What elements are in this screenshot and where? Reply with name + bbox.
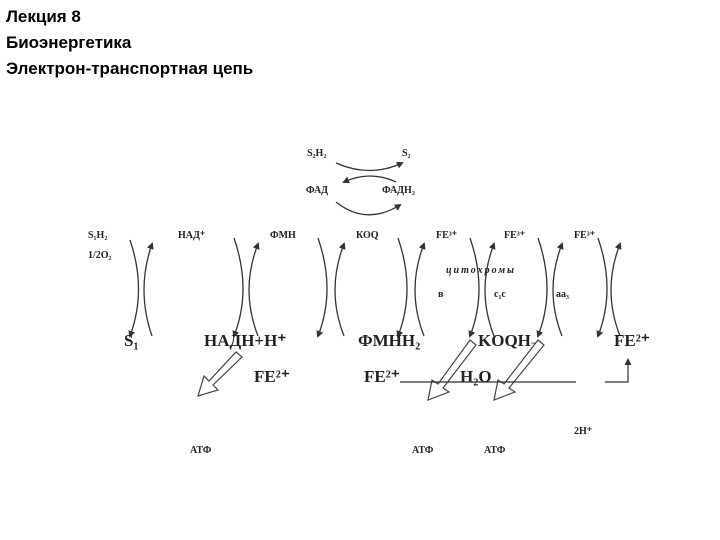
redox-arc xyxy=(552,242,564,337)
redox-arc xyxy=(334,242,346,337)
redox-arc xyxy=(610,242,622,337)
atp-label-2: АТФ xyxy=(412,445,434,456)
fadh2-label: ФАДН₂ xyxy=(382,185,415,196)
fe2-label-b: FE²⁺ xyxy=(364,367,400,386)
nadh-label: НАДН+Н⁺ xyxy=(204,331,286,350)
cytochromes-label: цитохромы xyxy=(446,265,516,276)
two-h-plus-label: 2H⁺ xyxy=(574,426,592,437)
redox-arc xyxy=(414,242,426,337)
fad-label: ФАД xyxy=(306,185,328,196)
atp-arrow xyxy=(427,339,477,401)
redox-arc xyxy=(143,242,154,337)
lecture-title: Лекция 8 xyxy=(6,7,81,26)
half-o2-label: 1/2O₂ xyxy=(88,250,112,261)
redox-arc xyxy=(484,242,496,337)
redox-arc xyxy=(536,237,548,338)
cytochrome-c1c-label: c₁c xyxy=(494,289,506,300)
fad-koq-arc xyxy=(335,201,402,216)
cytochrome-aa3-label: aa₃ xyxy=(556,289,569,300)
s1h2-label: S₁H₂ xyxy=(88,230,107,241)
koqh2-label: KOQH₂ xyxy=(478,331,536,350)
redox-arc xyxy=(232,237,244,338)
redox-arc xyxy=(396,237,408,338)
fmn-label: ФМН xyxy=(270,230,296,241)
redox-arc xyxy=(596,237,608,338)
atp-arrow xyxy=(197,351,243,397)
subtopic-title: Электрон-транспортная цепь xyxy=(6,59,254,78)
topic-title: Биоэнергетика xyxy=(6,33,132,52)
h2o-label: H₂O xyxy=(460,367,492,386)
s1-label: S₁ xyxy=(124,331,139,350)
nad-label: НАД⁺ xyxy=(178,230,205,241)
title-block: Лекция 8 Биоэнергетика Электрон-транспор… xyxy=(6,4,253,82)
redox-arc xyxy=(468,237,480,338)
s2h2-label: S₂H₂ xyxy=(307,148,326,159)
fe3-label-1: FE³⁺ xyxy=(436,230,457,241)
redox-arc xyxy=(128,239,140,338)
atp-label-1: АТФ xyxy=(190,445,212,456)
cytochrome-b-label: в xyxy=(438,289,444,300)
redox-arc xyxy=(316,237,328,338)
fad-upper-arc xyxy=(335,161,404,172)
h2o-connector-arrow xyxy=(605,358,632,383)
fmnh2-label: ФМНН₂ xyxy=(358,331,420,350)
fe3-label-2: FE³⁺ xyxy=(504,230,525,241)
fe3-label-3: FE³⁺ xyxy=(574,230,595,241)
s2-label: S₂ xyxy=(402,148,411,159)
fe2-right-label: FE²⁺ xyxy=(614,331,650,350)
fad-lower-arc xyxy=(342,175,397,184)
fe2-label-a: FE²⁺ xyxy=(254,367,290,386)
koq-label: КОQ xyxy=(356,230,379,241)
atp-arrow xyxy=(493,339,545,401)
redox-arc xyxy=(248,242,260,337)
atp-label-3: АТФ xyxy=(484,445,506,456)
